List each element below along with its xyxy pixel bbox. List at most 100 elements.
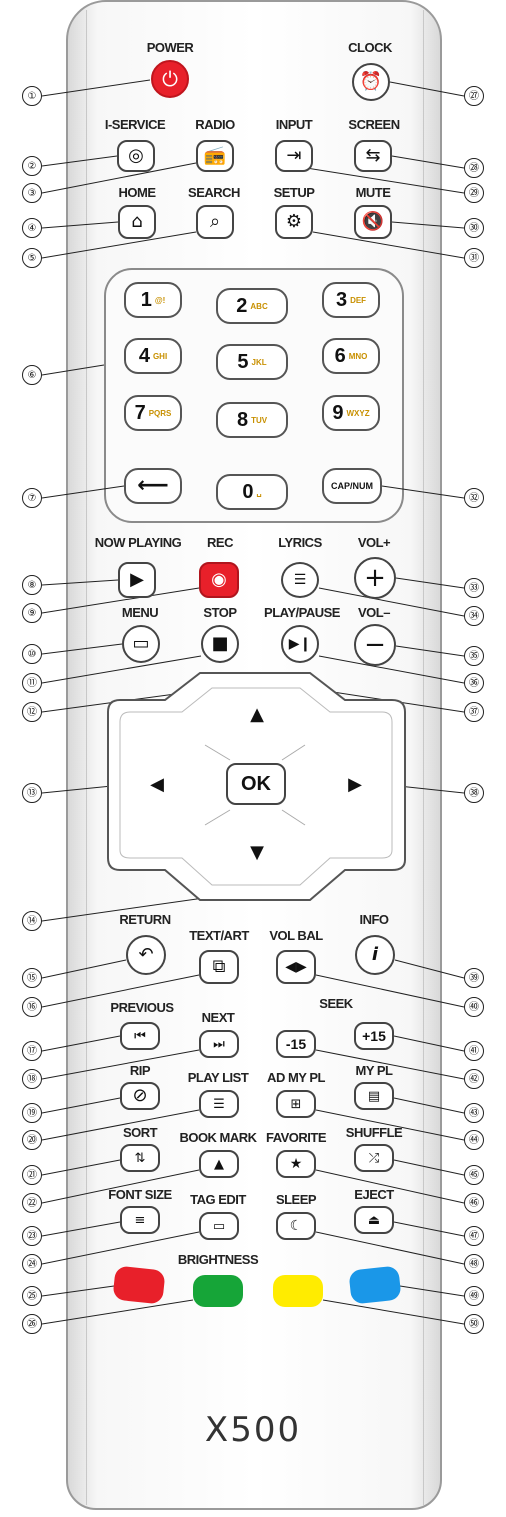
num-4-letters: GHI <box>152 351 168 361</box>
callout-leader-line <box>393 1035 465 1052</box>
callout-leader-line <box>399 1285 465 1297</box>
callout-leader-line <box>318 655 465 684</box>
callout-29: ㉙ <box>464 183 484 203</box>
ad-my-pl-button[interactable]: ⊞ <box>276 1090 316 1118</box>
favorite-button[interactable]: ★ <box>276 1150 316 1178</box>
num-3-digit: 3 <box>335 288 348 311</box>
callout-23: ㉓ <box>22 1226 42 1246</box>
book-mark-button[interactable]: ▲ <box>199 1150 239 1178</box>
callout-47: ㊼ <box>464 1226 484 1246</box>
callout-19: ⑲ <box>22 1103 42 1123</box>
callout-leader-line <box>41 1231 200 1265</box>
sort-button[interactable]: ⇅ <box>120 1144 160 1172</box>
rec-button[interactable]: ◉ <box>199 562 239 598</box>
arrow-up-icon: ▲ <box>250 704 264 725</box>
num-9-letters: WXYZ <box>346 408 370 418</box>
vol-up-button[interactable]: + <box>354 557 396 599</box>
screen-button[interactable]: ⇆ <box>354 140 392 172</box>
ok-button[interactable]: OK <box>226 763 286 805</box>
eject-button[interactable]: ⏏ <box>354 1206 394 1234</box>
sleep-button[interactable]: ☾ <box>276 1212 316 1240</box>
dpad-up-button[interactable]: ▲ <box>238 700 276 730</box>
menu-button[interactable]: ▭ <box>122 625 160 663</box>
callout-2: ② <box>22 156 42 176</box>
vol-down-button[interactable]: − <box>354 624 396 666</box>
input-button[interactable]: ⇥ <box>275 140 313 172</box>
label-brightness: BRIGHTNESS <box>177 1252 259 1267</box>
green-button[interactable] <box>193 1275 243 1307</box>
label-return: RETURN <box>119 912 171 927</box>
font-size-button[interactable]: ≡ <box>120 1206 160 1234</box>
capnum-button[interactable]: CAP/NUM <box>322 468 382 504</box>
return-button[interactable]: ↶ <box>126 935 166 975</box>
add-playlist-icon: ⊞ <box>290 1096 302 1112</box>
text-art-button[interactable]: ⧉ <box>199 950 239 984</box>
now-playing-button[interactable]: ▶ <box>118 562 156 598</box>
label-play-pause: PLAY/PAUSE <box>264 605 340 620</box>
minus-icon: − <box>364 630 386 660</box>
num-4-digit: 4 <box>138 344 150 367</box>
label-my-pl: MY PL <box>355 1063 394 1078</box>
next-icon: ⏭ <box>213 1036 225 1052</box>
next-button[interactable]: ⏭ <box>199 1030 239 1058</box>
yellow-button[interactable] <box>273 1275 323 1307</box>
iservice-button[interactable]: ◎ <box>117 140 155 172</box>
tag-edit-icon: ▭ <box>212 1218 226 1234</box>
rip-button[interactable]: ⊘ <box>120 1082 160 1110</box>
home-button[interactable]: ⌂ <box>118 205 156 239</box>
radio-button[interactable]: 📻 <box>196 140 234 172</box>
callout-leader-line <box>41 959 127 979</box>
callout-leader-line <box>41 1169 200 1204</box>
dpad-right-button[interactable]: ▶ <box>340 770 370 800</box>
eject-icon: ⏏ <box>367 1212 381 1228</box>
num-1-button[interactable]: 1@! <box>124 282 182 318</box>
label-ad-my-pl: AD MY PL <box>267 1070 325 1085</box>
dpad-down-button[interactable]: ▼ <box>238 838 276 868</box>
dpad-left-button[interactable]: ◀ <box>142 770 172 800</box>
power-icon: ⏻ <box>162 67 178 91</box>
callout-3: ③ <box>22 183 42 203</box>
callout-42: ㊷ <box>464 1069 484 1089</box>
callout-leader-line <box>394 959 465 979</box>
shuffle-button[interactable]: ⤮ <box>354 1144 394 1172</box>
num-0-button[interactable]: 0␣ <box>216 474 288 510</box>
blue-button[interactable] <box>348 1265 402 1305</box>
clock-button[interactable]: ⏰ <box>352 63 390 101</box>
label-lyrics: LYRICS <box>278 535 322 550</box>
search-button[interactable]: ⌕ <box>196 205 234 239</box>
play-list-button[interactable]: ☰ <box>199 1090 239 1118</box>
setup-button[interactable]: ⚙ <box>275 205 313 239</box>
previous-button[interactable]: ⏮ <box>120 1022 160 1050</box>
label-vol-down: VOL– <box>358 605 390 620</box>
tag-edit-button[interactable]: ▭ <box>199 1212 239 1240</box>
mute-button[interactable]: 🔇 <box>354 205 392 239</box>
info-button[interactable]: i <box>355 935 395 975</box>
stop-button[interactable]: ■ <box>201 625 239 663</box>
my-pl-button[interactable]: ▤ <box>354 1082 394 1110</box>
num-0-letters: ␣ <box>256 487 262 497</box>
power-button[interactable]: ⏻ <box>151 60 189 98</box>
callout-leader-line <box>391 155 465 169</box>
callout-leader-line <box>41 974 200 1008</box>
seek-back-button[interactable]: -15 <box>276 1030 316 1058</box>
seek-back-label: -15 <box>285 1036 307 1052</box>
callout-leader-line <box>391 221 465 229</box>
play-pause-button[interactable]: ▶❙ <box>281 625 319 663</box>
vol-bal-button[interactable]: ◀▶ <box>276 950 316 984</box>
num-5-digit: 5 <box>237 350 249 373</box>
callout-21: ㉑ <box>22 1165 42 1185</box>
menu-icon: ▭ <box>132 633 150 654</box>
red-button[interactable] <box>112 1265 166 1305</box>
label-screen: SCREEN <box>348 117 400 132</box>
seek-forward-button[interactable]: +15 <box>354 1022 394 1050</box>
lyrics-button[interactable]: ☰ <box>281 562 319 598</box>
back-button[interactable]: ⟵ <box>124 468 182 504</box>
